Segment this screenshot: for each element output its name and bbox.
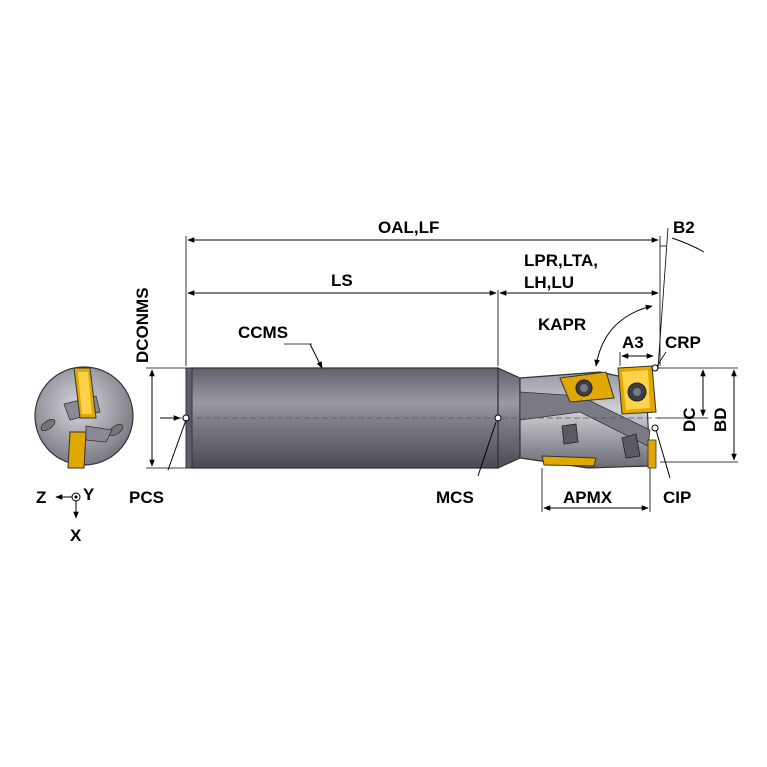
screw-pocket-icon <box>621 433 641 459</box>
chip-pocket-icon <box>85 425 113 443</box>
mcs-point-icon <box>494 414 502 422</box>
dimensions: OAL,LF LS LPR,LTA, LH,LU B2 KAPR A3 CRP … <box>129 218 738 512</box>
ls-label: LS <box>331 271 353 290</box>
kapr-label: KAPR <box>538 315 586 334</box>
insert-top-highlight <box>78 372 92 414</box>
bd-label: BD <box>711 407 730 432</box>
pcs-label: PCS <box>129 488 164 507</box>
axis-z-label: Z <box>36 488 46 507</box>
apmx-label: APMX <box>563 488 613 507</box>
kapr-arc <box>594 304 653 367</box>
b2-label: B2 <box>673 218 695 237</box>
screw-pocket-icon <box>561 423 579 445</box>
dconms-label: DCONMS <box>133 287 152 363</box>
end-view <box>34 366 134 469</box>
crp-label: CRP <box>665 333 701 352</box>
dc-label: DC <box>680 407 699 432</box>
insert-bottom-side-icon <box>541 455 597 467</box>
mcs-label: MCS <box>436 488 474 507</box>
cip-leader <box>655 429 671 479</box>
coordinate-axes: Z Y X <box>36 485 95 545</box>
b2-angle-line <box>657 227 669 369</box>
b2-leader <box>671 237 705 253</box>
coolant-hole-icon <box>40 418 56 432</box>
pcs-leader <box>167 419 187 471</box>
cip-label: CIP <box>663 488 691 507</box>
axis-x-label: X <box>70 526 82 545</box>
ccms-label: CCMS <box>238 323 288 342</box>
oal-lf-label: OAL,LF <box>378 218 439 237</box>
tool-body <box>185 365 657 469</box>
axis-y-label: Y <box>83 485 95 504</box>
insert-edge-icon <box>647 439 657 469</box>
reference-points <box>182 364 659 432</box>
mcs-leader <box>477 421 497 477</box>
lpr-lta-label: LPR,LTA, <box>524 251 598 270</box>
lh-lu-label: LH,LU <box>524 273 574 292</box>
insert-bottom-icon <box>67 431 87 469</box>
cip-point-icon <box>651 424 659 432</box>
a3-label: A3 <box>622 333 644 352</box>
ccms-leader <box>309 343 323 369</box>
